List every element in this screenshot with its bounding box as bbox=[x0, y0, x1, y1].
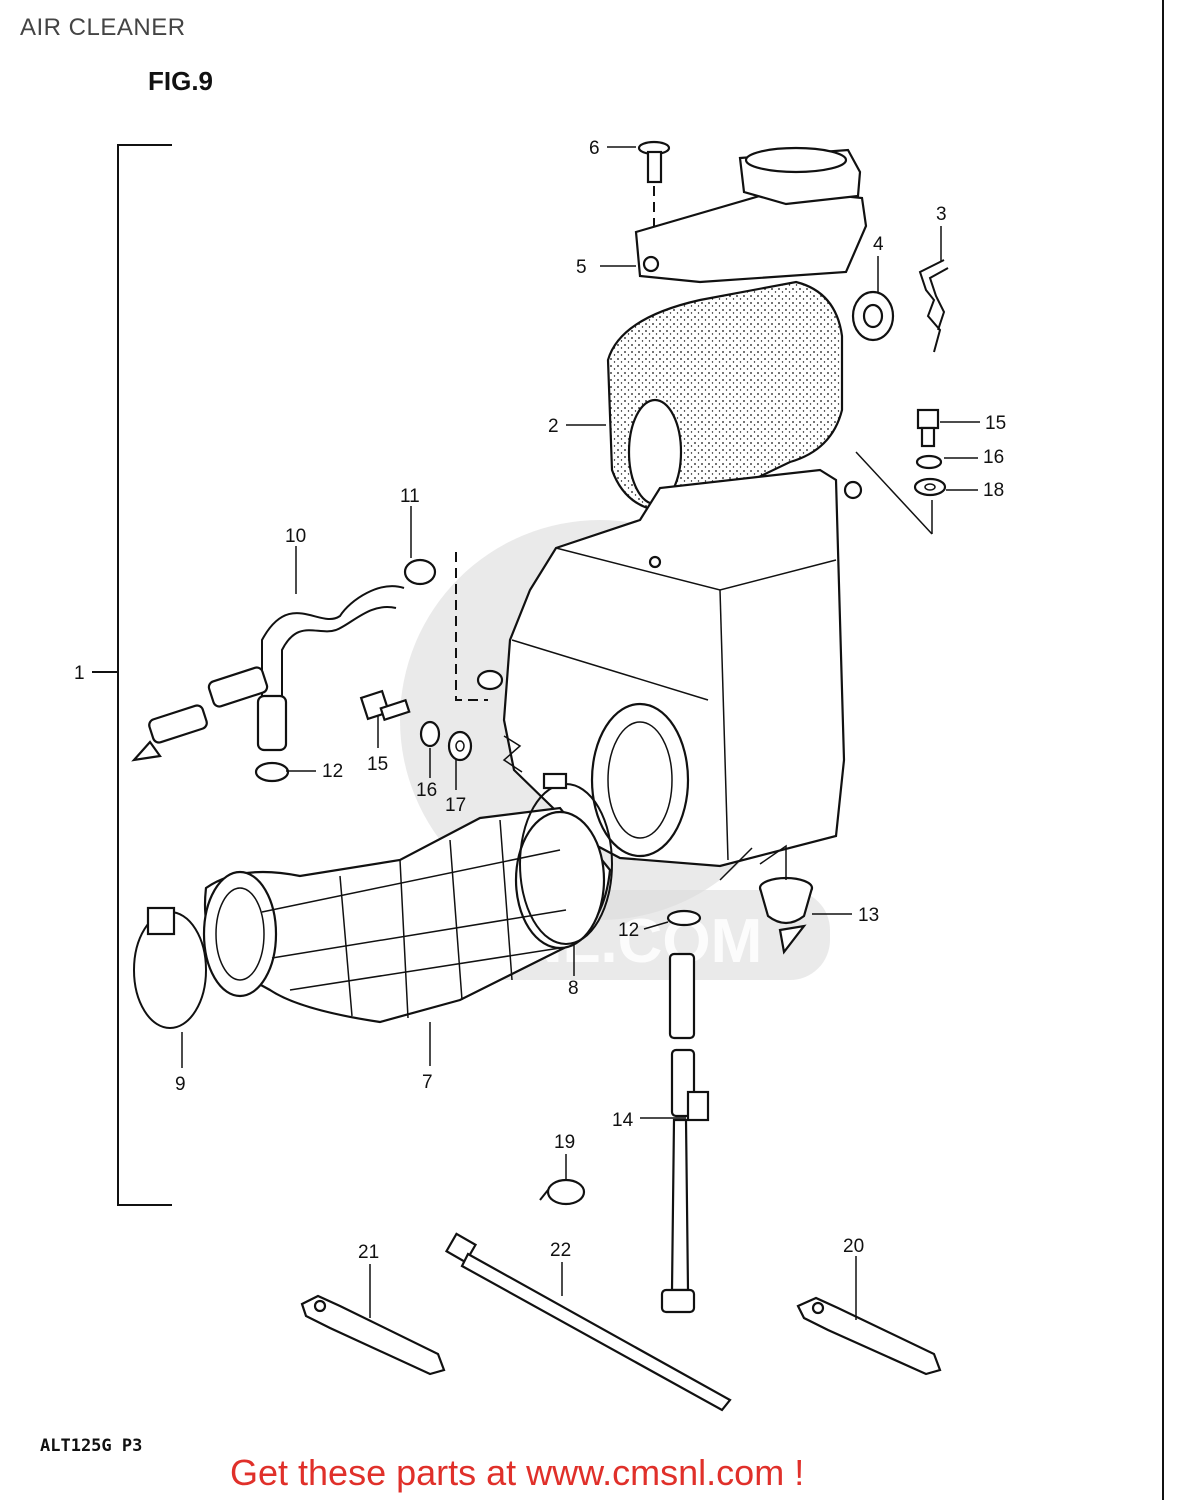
hose-clamp-part bbox=[403, 552, 488, 701]
callout-5: 5 bbox=[576, 257, 587, 278]
callout-18: 18 bbox=[983, 480, 1004, 501]
page-title: AIR CLEANER bbox=[20, 14, 186, 41]
callout-20: 20 bbox=[843, 1236, 864, 1257]
boot-clamp-band-part bbox=[519, 772, 613, 945]
clip-spring-part bbox=[918, 259, 949, 353]
callout-21: 21 bbox=[358, 1242, 379, 1263]
callout-12-upper: 12 bbox=[322, 761, 343, 782]
cable-tie-part bbox=[444, 1232, 732, 1412]
callout-17: 17 bbox=[445, 795, 466, 816]
page-border bbox=[1162, 0, 1164, 1500]
lower-bolt-set-part bbox=[359, 689, 473, 762]
callout-13: 13 bbox=[858, 905, 879, 926]
air-cleaner-cap-part bbox=[634, 146, 868, 284]
callout-7: 7 bbox=[422, 1072, 433, 1093]
clip-small-lower-part bbox=[666, 909, 702, 927]
figure-label: FIG.9 bbox=[148, 66, 214, 96]
air-cleaner-case-part bbox=[476, 468, 863, 868]
exploded-parts-diagram: CMSNL.COM bbox=[74, 138, 1006, 1412]
callout-11: 11 bbox=[400, 486, 420, 507]
inlet-clamp-band-part bbox=[133, 906, 207, 1029]
drain-cap-part bbox=[719, 844, 814, 955]
callout-2: 2 bbox=[548, 416, 559, 437]
callout-19: 19 bbox=[554, 1132, 575, 1153]
callout-15-upper: 15 bbox=[985, 413, 1006, 434]
callout-16-lower: 16 bbox=[416, 780, 437, 801]
cta-link[interactable]: Get these parts at www.cmsnl.com ! bbox=[230, 1452, 805, 1493]
callout-8: 8 bbox=[568, 978, 579, 999]
clip-small-upper-part bbox=[254, 761, 290, 783]
strap-20-part bbox=[796, 1296, 942, 1376]
strap-21-part bbox=[300, 1294, 446, 1376]
callout-14: 14 bbox=[612, 1110, 634, 1131]
callout-9: 9 bbox=[175, 1074, 186, 1095]
assembly-bracket bbox=[92, 144, 172, 1206]
grommet-part bbox=[851, 290, 895, 342]
model-code-label: ALT125G P3 bbox=[40, 1436, 143, 1456]
callout-6: 6 bbox=[589, 138, 600, 159]
callout-15-lower: 15 bbox=[367, 754, 388, 775]
intake-boot-part bbox=[202, 806, 612, 1024]
callout-22: 22 bbox=[550, 1240, 571, 1261]
callout-1: 1 bbox=[74, 663, 85, 684]
callout-4: 4 bbox=[873, 234, 884, 255]
breather-hose-part bbox=[131, 585, 405, 762]
callout-12-lower: 12 bbox=[618, 920, 639, 941]
clip-19-part bbox=[539, 1178, 586, 1206]
upper-bolt-set-part bbox=[855, 408, 947, 535]
drain-tube-part bbox=[660, 952, 710, 1314]
callout-16-upper: 16 bbox=[983, 447, 1004, 468]
leader-lines bbox=[181, 146, 980, 1320]
callout-3: 3 bbox=[936, 204, 947, 225]
callout-numbers: 1 2 3 4 5 6 7 8 9 10 11 12 12 13 14 15 1… bbox=[74, 138, 1006, 1263]
callout-10: 10 bbox=[285, 526, 306, 547]
